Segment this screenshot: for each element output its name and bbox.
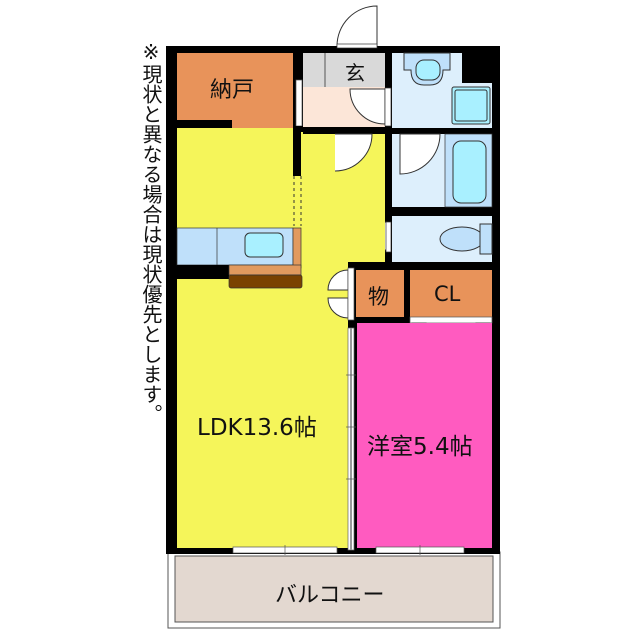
ldk	[176, 126, 385, 548]
room-label-entrance: 玄	[345, 61, 365, 85]
entrance	[295, 5, 392, 127]
room-label-storage-mono: 物	[368, 285, 389, 309]
disclaimer-note: ※現状と異なる場合は現状優先とします。	[139, 40, 163, 424]
storage-nando	[177, 53, 293, 128]
western-room	[346, 323, 492, 551]
room-label-closet: CL	[434, 282, 461, 306]
washroom	[392, 52, 492, 128]
room-label-western: 洋室5.4帖	[367, 434, 473, 460]
room-label-balcony: バルコニー	[275, 583, 385, 608]
balcony	[167, 551, 501, 629]
room-label-nando: 納戸	[210, 78, 255, 103]
bathroom	[392, 133, 493, 208]
balcony-windows	[232, 545, 465, 555]
room-label-ldk: LDK13.6帖	[197, 415, 317, 441]
storage-mono	[356, 270, 404, 317]
